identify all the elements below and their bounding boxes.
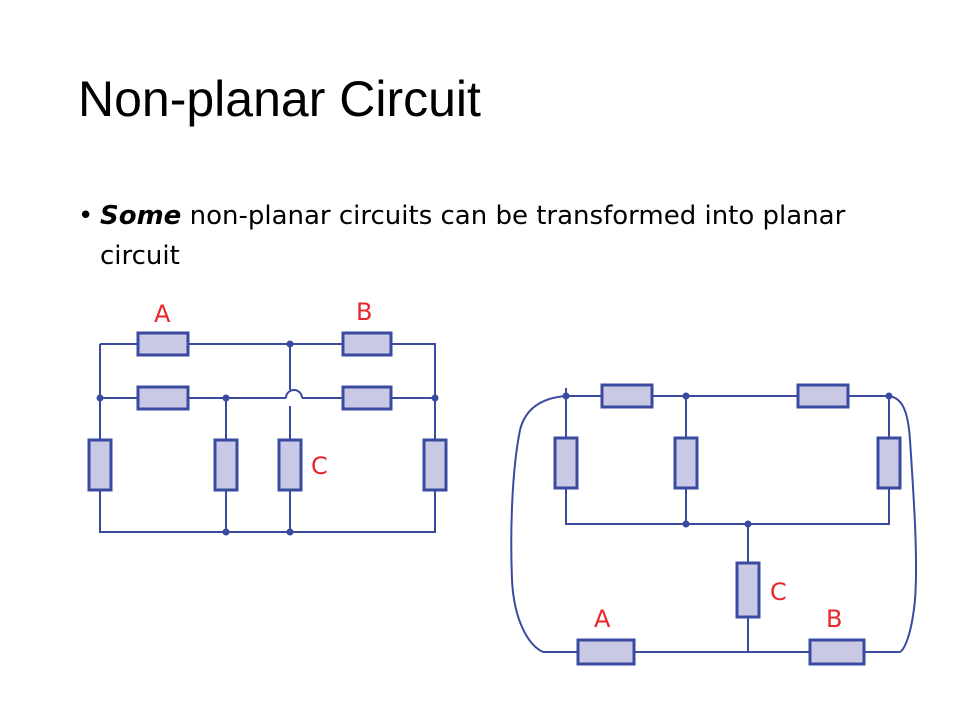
bullet-marker: • xyxy=(78,201,94,231)
left-nodes xyxy=(96,340,439,536)
left-wires xyxy=(99,343,436,533)
right-nodes xyxy=(562,392,893,528)
left-label-a: A xyxy=(154,300,171,328)
left-resistor-v4 xyxy=(422,438,448,492)
right-resistor-a xyxy=(576,638,636,666)
bullet-body: non-planar circuits can be transformed i… xyxy=(100,201,846,271)
slide-title: Non-planar Circuit xyxy=(78,71,481,127)
left-resistor-b xyxy=(341,331,393,357)
left-resistor-c xyxy=(277,438,303,492)
right-label-a: A xyxy=(594,605,611,633)
left-resistor-v2 xyxy=(213,438,239,492)
right-outer-wire-overlay xyxy=(510,395,917,653)
left-resistor-mid-right xyxy=(341,385,393,411)
nonplanar-circuit xyxy=(87,331,448,536)
planar-circuit xyxy=(510,383,918,666)
left-label-b: B xyxy=(356,298,372,326)
bullet-text: Some non-planar circuits can be transfor… xyxy=(100,196,900,276)
right-resistor-v2 xyxy=(673,436,699,490)
right-wires xyxy=(510,388,918,653)
right-resistor-b xyxy=(808,638,866,666)
right-resistor-v1 xyxy=(553,436,579,490)
right-resistor-top-right xyxy=(796,383,850,409)
right-label-b: B xyxy=(826,605,842,633)
right-resistor-c xyxy=(735,561,761,619)
right-resistor-v3 xyxy=(876,436,902,490)
right-resistor-top-left xyxy=(600,383,654,409)
right-label-c: C xyxy=(770,578,787,606)
left-resistor-v1 xyxy=(87,438,113,492)
left-resistor-a xyxy=(136,331,190,357)
bullet-emphasis: Some xyxy=(100,201,182,231)
left-label-c: C xyxy=(311,452,328,480)
left-resistor-mid-left xyxy=(136,385,190,411)
